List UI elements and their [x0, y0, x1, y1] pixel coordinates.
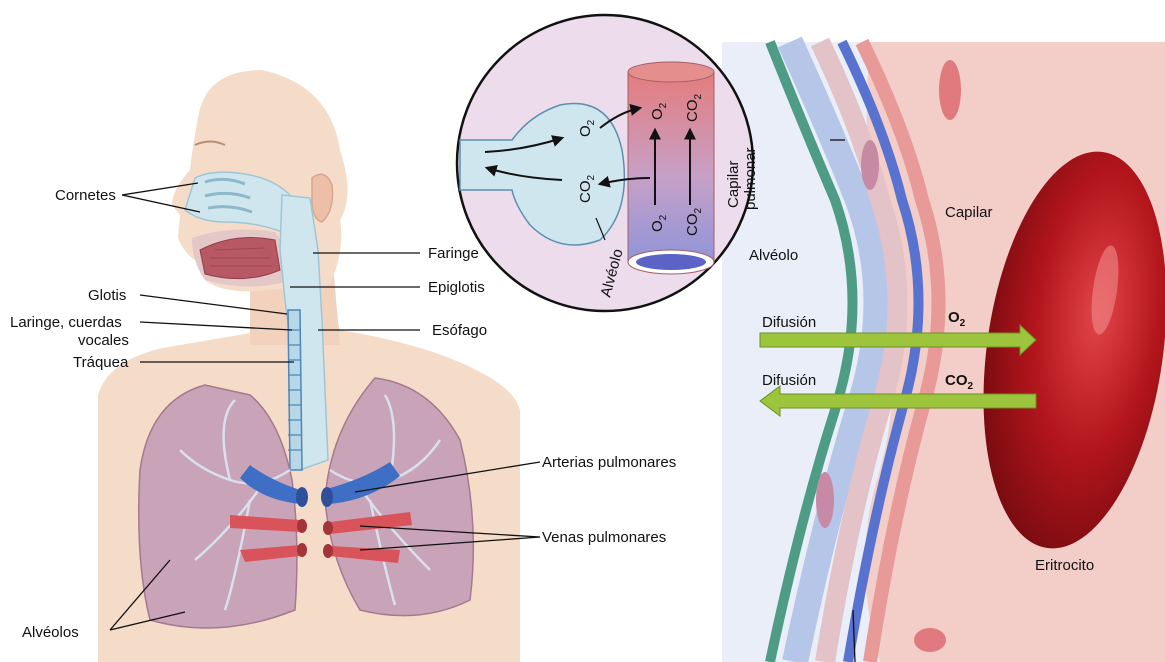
inset-capillary-top: [628, 62, 714, 82]
vein-cut-2: [297, 543, 307, 557]
label-venas: Venas pulmonares: [542, 529, 666, 546]
label-difusion-1: Difusión: [762, 314, 816, 331]
inset-capillary-lumen: [636, 254, 706, 270]
inset-label-capilar: Capilar: [725, 160, 742, 208]
artery-cut-right: [321, 487, 333, 507]
inset-capillary: [628, 72, 714, 262]
label-alveolo-right: Alvéolo: [749, 247, 798, 264]
diffusion-panel: Alvéolo Capilar Eritrocito Difusión Difu…: [722, 42, 1165, 662]
label-cornetes: Cornetes: [55, 187, 116, 204]
label-epiglotis: Epiglotis: [428, 279, 485, 296]
label-esofago: Esófago: [432, 322, 487, 339]
label-traquea: Tráquea: [73, 354, 129, 371]
cell-nucleus-1: [861, 140, 879, 190]
label-difusion-2: Difusión: [762, 372, 816, 389]
alveolus-inset: O2 CO2 O2 CO2 O2 CO2 Capilar pulmonar Al…: [457, 15, 759, 311]
vein-cut-1: [297, 519, 307, 533]
label-alveolos: Alvéolos: [22, 624, 79, 641]
inset-label-pulmonar: pulmonar: [742, 147, 759, 210]
label-laringe-1: Laringe, cuerdas: [10, 314, 122, 331]
label-faringe: Faringe: [428, 245, 479, 262]
artery-cut-left: [296, 487, 308, 507]
label-laringe-2: vocales: [78, 332, 129, 349]
cell-nucleus-4: [914, 628, 946, 652]
cell-nucleus-2: [816, 472, 834, 528]
vein-cut-3: [323, 521, 333, 535]
label-capilar: Capilar: [945, 204, 993, 221]
vein-cut-4: [323, 544, 333, 558]
label-arterias: Arterias pulmonares: [542, 454, 676, 471]
label-glotis: Glotis: [88, 287, 126, 304]
cell-nucleus-3: [939, 60, 961, 120]
label-eritrocito: Eritrocito: [1035, 557, 1094, 574]
